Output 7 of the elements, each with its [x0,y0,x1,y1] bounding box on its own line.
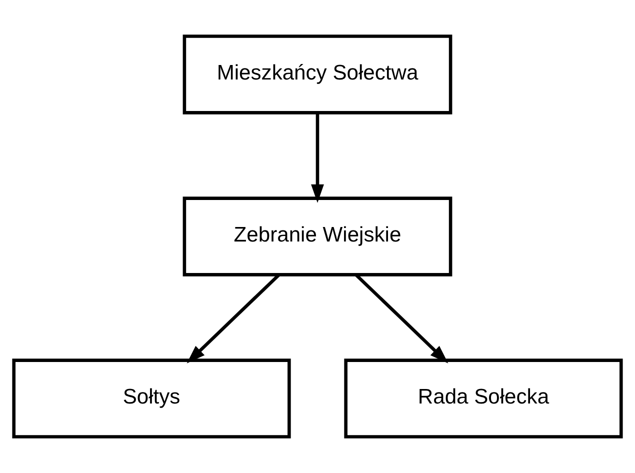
arrow [186,274,280,364]
node-box: Zebranie Wiejskie [182,196,452,276]
node-box: Rada Sołecka [344,358,623,438]
arrow [311,112,324,203]
node-box: Mieszkańcy Sołectwa [182,34,452,114]
node-box: Sołtys [12,358,291,438]
arrow [354,274,448,364]
